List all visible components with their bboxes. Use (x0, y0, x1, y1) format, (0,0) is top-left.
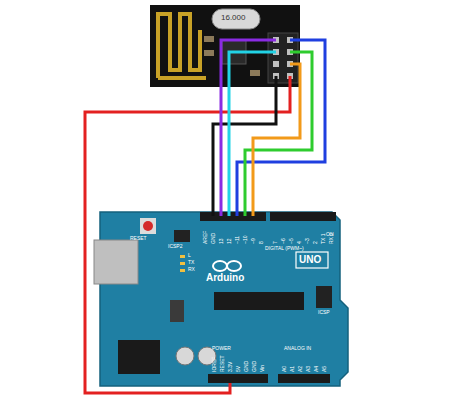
pin-name: ~6 (281, 238, 286, 244)
smd-part (204, 36, 214, 42)
usb-connector (94, 240, 138, 284)
wire-green (245, 52, 312, 216)
pin-name: 8 (259, 241, 264, 244)
pin-name: TX 1 (321, 233, 326, 244)
pin-name: 7 (273, 241, 278, 244)
icsp-header (316, 286, 332, 308)
header-title: DIGITAL (PWM~) (265, 246, 304, 251)
crystal (212, 9, 260, 29)
pin-name: AREF (203, 231, 208, 244)
board-label: ICSP (318, 310, 330, 315)
pin-name: A2 (298, 366, 303, 372)
pin-name: 4 (297, 241, 302, 244)
smd-part (250, 70, 260, 76)
pcb-antenna (158, 14, 206, 78)
board-label: RESET (130, 236, 147, 241)
radio-module-pcb (150, 5, 300, 87)
reset-button-body (140, 218, 156, 234)
reset-button (143, 221, 153, 231)
uno-badge (296, 252, 328, 268)
arduino-board (100, 212, 348, 386)
analog-header (278, 374, 330, 383)
pin-name: A0 (282, 366, 287, 372)
capacitor (176, 347, 194, 365)
pin-name: RX 0 (329, 233, 334, 244)
pin-name: RESET (220, 355, 225, 372)
header-title: ANALOG IN (284, 346, 311, 351)
led-label: RX (188, 267, 195, 272)
pin-name: A3 (306, 366, 311, 372)
digital-header (270, 212, 336, 221)
model-name: UNO (299, 255, 321, 265)
wires (85, 40, 325, 393)
icsp2-header (174, 230, 190, 242)
pin-name: GND (252, 361, 257, 372)
arduino-logo (213, 261, 241, 271)
microcontroller-chip (214, 292, 304, 310)
pin-name: ~9 (251, 238, 256, 244)
led-label: TX (188, 260, 194, 265)
led-label: L (188, 253, 191, 258)
pin-name: 3.3V (228, 362, 233, 372)
brand-name: Arduino (206, 273, 244, 283)
pin-name: ~3 (305, 238, 310, 244)
wire-orange (253, 64, 300, 216)
power-header (208, 374, 268, 383)
pin-name: Vin (260, 365, 265, 372)
led (180, 255, 185, 258)
pin-name: A4 (314, 366, 319, 372)
pin-name: ~10 (243, 236, 248, 244)
digital-header (200, 212, 266, 221)
led (180, 262, 185, 265)
header-pins (273, 37, 293, 79)
power-jack (118, 340, 160, 374)
wire-red (85, 76, 290, 393)
pin-name: ~5 (289, 238, 294, 244)
crystal-marking: 16.000 (221, 14, 245, 22)
header-title: POWER (212, 346, 231, 351)
pin-name: A5 (322, 366, 327, 372)
smd-part (204, 50, 214, 56)
pin-name: 2 (313, 241, 318, 244)
wire-purple (221, 40, 276, 216)
regulator (170, 300, 184, 322)
pin-name: GND (244, 361, 249, 372)
pin-name: IOREF (212, 357, 217, 372)
pin-name: A1 (290, 366, 295, 372)
pin-name: 12 (227, 238, 232, 244)
pin-name: 13 (219, 238, 224, 244)
pin-name: 5V (236, 366, 241, 372)
led (180, 269, 185, 272)
wire-blue (237, 40, 325, 216)
pin-name: ~11 (235, 236, 240, 244)
board-label: ICSP2 (168, 244, 182, 249)
pin-name: GND (211, 233, 216, 244)
